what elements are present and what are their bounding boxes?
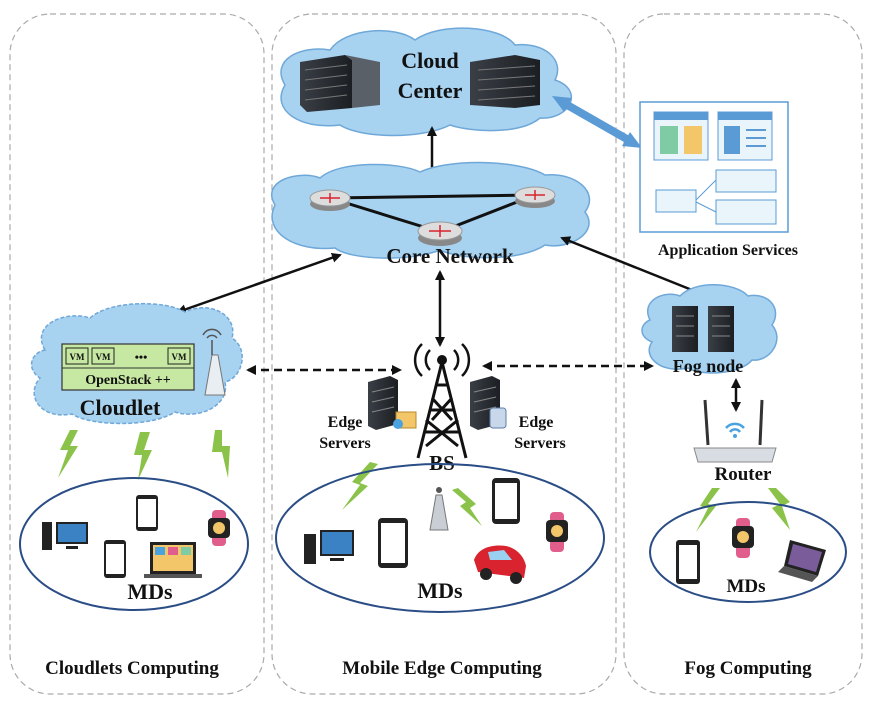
vm-ellipsis: •••: [135, 350, 148, 364]
md-group-mec: MDs: [275, 463, 605, 613]
vm-label: VM: [172, 352, 187, 362]
lightning-icon: [212, 430, 230, 478]
lightning-icon: [342, 462, 378, 510]
base-station-tower-icon: [413, 343, 471, 459]
cloud-center: Cloud Center: [280, 27, 573, 137]
edge-servers-left-line1: Edge: [328, 414, 363, 431]
smartwatch-icon: [546, 512, 568, 552]
core-cloudlet-link: [176, 252, 342, 315]
fog-node: Fog node: [641, 284, 778, 376]
panel-fog: [623, 13, 863, 695]
md-group-cloudlet: MDs: [19, 477, 249, 611]
panel-mec: [271, 13, 617, 695]
smartphone-icon: [676, 540, 700, 584]
core-fog-link: [560, 236, 704, 296]
access-point-icon: [429, 487, 449, 531]
server-rack-icon: [470, 55, 540, 108]
laptop-icon: [144, 542, 202, 578]
md-group-fog: MDs: [649, 501, 847, 603]
edge-servers-left-line2: Servers: [319, 435, 371, 452]
car-icon: [474, 545, 526, 584]
lightning-icon: [134, 432, 152, 480]
smartwatch-icon: [732, 518, 754, 558]
server-icon: [708, 306, 734, 352]
edge-servers-right-line1: Edge: [519, 414, 554, 431]
application-services-label: Application Services: [658, 242, 798, 259]
cloudlet: VM VM ••• VM OpenStack ++ Cloudlet: [30, 302, 243, 425]
vm-label: VM: [70, 352, 85, 362]
smartwatch-icon: [208, 510, 230, 546]
desktop-icon: [304, 530, 354, 564]
mds-label: MDs: [127, 579, 173, 604]
lightning-icon: [696, 488, 720, 532]
lightning-icon: [58, 430, 78, 478]
panel-title-cloudlets: Cloudlets Computing: [45, 658, 219, 679]
core-network-label: Core Network: [386, 244, 514, 268]
smartphone-icon: [378, 518, 408, 568]
smartphone-icon: [104, 540, 126, 578]
bs-label: BS: [429, 451, 455, 475]
openstack-label: OpenStack ++: [85, 373, 171, 388]
access-point-icon: [202, 328, 226, 396]
wireless-links: [58, 430, 790, 532]
edge-server-icon: [368, 376, 417, 430]
desktop-icon: [42, 522, 88, 550]
vm-label: VM: [96, 352, 111, 362]
mds-label: MDs: [417, 578, 463, 603]
cloudlet-label: Cloudlet: [80, 395, 161, 420]
panel-title-mec: Mobile Edge Computing: [342, 658, 542, 679]
wifi-router-icon: [693, 399, 777, 463]
application-services: Application Services: [639, 101, 798, 259]
smartphone-icon: [492, 478, 520, 524]
router-icon: [309, 189, 351, 211]
mds-label: MDs: [726, 576, 765, 597]
panel-title-fog: Fog Computing: [684, 658, 812, 679]
lightning-icon: [768, 488, 790, 530]
smartphone-icon: [136, 495, 158, 531]
app-services-link: [552, 96, 642, 148]
laptop-icon: [778, 540, 826, 582]
core-network: Core Network: [271, 161, 591, 268]
router-label: Router: [715, 464, 773, 485]
cloud-center-label-line1: Cloud: [401, 48, 458, 73]
edge-servers-right-line2: Servers: [514, 435, 566, 452]
cloud-center-label-line2: Center: [398, 78, 463, 103]
fog-node-label: Fog node: [673, 356, 744, 376]
edge-server-icon: [470, 376, 507, 430]
router-icon: [417, 221, 463, 246]
server-rack-icon: [300, 55, 380, 112]
router-icon: [514, 186, 556, 208]
server-icon: [672, 306, 698, 352]
lightning-icon: [452, 488, 482, 526]
